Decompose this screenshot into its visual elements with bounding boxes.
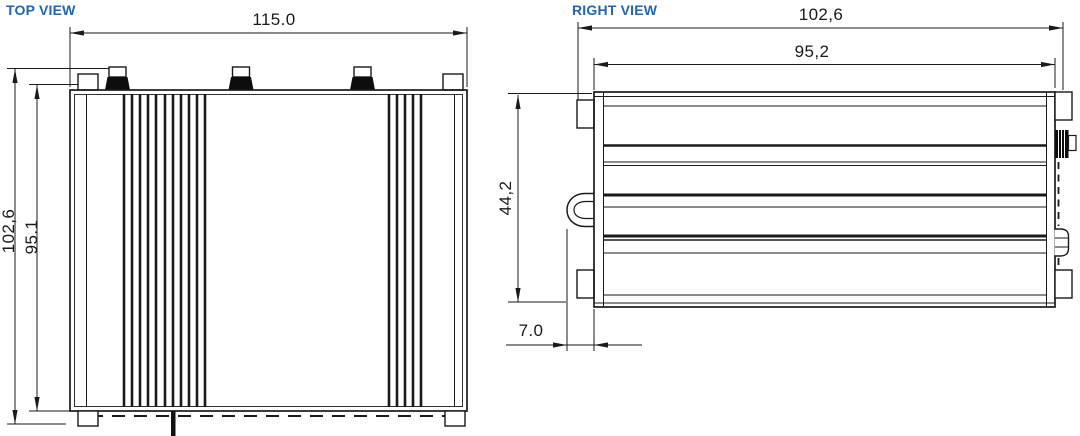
- top-view-title: TOP VIEW: [6, 2, 76, 18]
- dimension-right-outer-width: [577, 22, 1064, 100]
- dimension-top-outer-height: [7, 68, 110, 425]
- dimension-right-height: [508, 93, 592, 303]
- right-view-drawing: [506, 22, 1077, 351]
- sma-connector: [1055, 130, 1077, 158]
- antenna-connector-center: [228, 66, 254, 90]
- side-tab-left-bottom: [576, 269, 595, 299]
- cable-stub: [171, 411, 176, 436]
- dimension-right-inner-width: [593, 58, 1056, 90]
- antenna-connector-left: [105, 66, 130, 90]
- top-view-enclosure-body: [69, 89, 468, 412]
- dim-label-top-width: 115.0: [252, 10, 296, 29]
- dim-label-top-inner-height: 95.1: [22, 219, 41, 255]
- corner-tab-top-right: [442, 73, 464, 91]
- heatsink-fins-right: [387, 94, 423, 407]
- dim-label-right-inner-width: 95,2: [794, 42, 830, 61]
- side-tab-left-top: [576, 99, 595, 129]
- antenna-connector-right: [350, 66, 375, 90]
- top-view-drawing: [7, 27, 468, 436]
- foot-bottom-left: [77, 410, 99, 427]
- right-view-title: RIGHT VIEW: [572, 2, 658, 18]
- grounding-loop: [566, 192, 594, 228]
- dimension-foot-offset: [506, 229, 642, 351]
- small-connector: [1054, 228, 1070, 257]
- side-tab-right-top: [1054, 91, 1073, 121]
- right-view-enclosure-body: [593, 91, 1056, 308]
- heatsink-fins-left: [122, 94, 207, 407]
- foot-bottom-right: [444, 410, 466, 427]
- dim-label-top-outer-height: 102,6: [0, 208, 18, 254]
- extrusion-grooves: [603, 105, 1047, 296]
- corner-tab-top-left: [77, 73, 99, 91]
- dimension-top-width: [69, 27, 468, 87]
- dim-label-right-height: 44,2: [496, 180, 515, 216]
- dim-label-foot-offset: 7.0: [518, 321, 544, 340]
- dim-label-right-outer-width: 102,6: [798, 5, 844, 24]
- side-tab-right-bottom: [1054, 269, 1073, 299]
